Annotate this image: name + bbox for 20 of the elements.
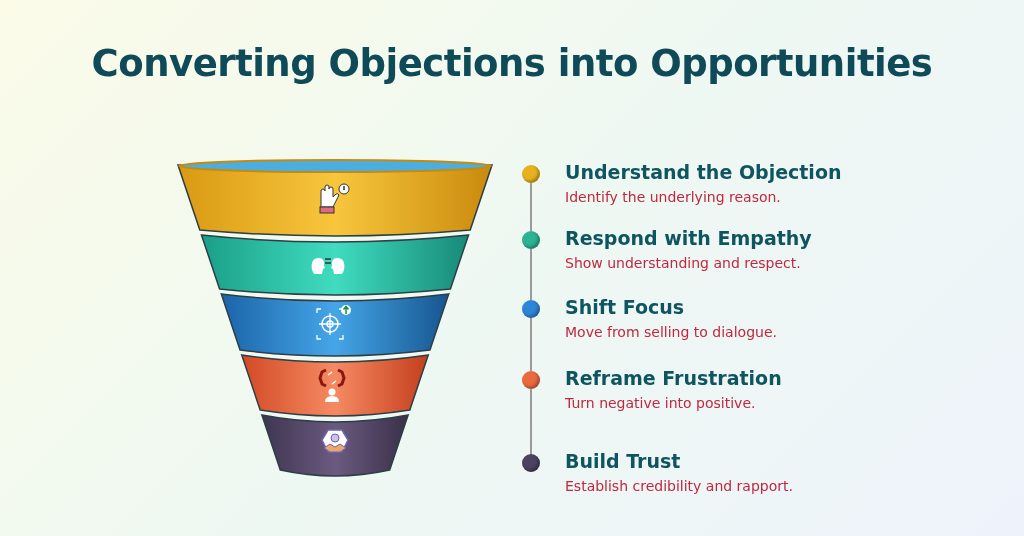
timeline-line <box>530 248 532 301</box>
title: Converting Objections into Opportunities <box>90 42 934 85</box>
step-description: Establish credibility and rapport. <box>565 478 793 494</box>
step-description: Move from selling to dialogue. <box>565 324 777 340</box>
timeline-dot <box>522 231 540 249</box>
timeline-dot <box>522 165 540 183</box>
timeline-line <box>530 182 532 232</box>
step-description: Identify the underlying reason. <box>565 189 781 205</box>
step-description: Turn negative into positive. <box>565 395 756 411</box>
timeline-line <box>530 317 532 372</box>
step-heading: Build Trust <box>565 450 681 472</box>
timeline-line <box>530 388 532 455</box>
step-heading: Respond with Empathy <box>565 227 812 249</box>
timeline-dot <box>522 300 540 318</box>
step-heading: Shift Focus <box>565 296 685 318</box>
step-description: Show understanding and respect. <box>565 255 801 271</box>
step-heading: Reframe Frustration <box>565 367 782 389</box>
timeline-dot <box>522 371 540 389</box>
step-heading: Understand the Objection <box>565 161 842 183</box>
timeline-dot <box>522 454 540 472</box>
